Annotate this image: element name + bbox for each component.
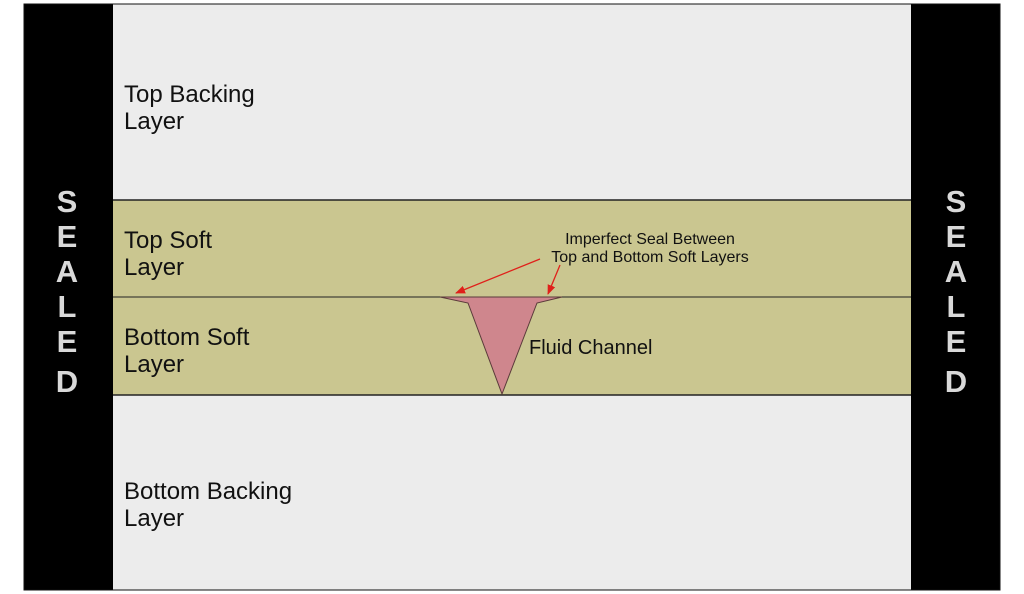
bottom-backing-label: Bottom Backing (124, 478, 292, 505)
right-sealed-letter: E (946, 324, 967, 359)
right-sealed-letter: A (945, 254, 967, 289)
right-sealed-letter: S (946, 184, 967, 219)
right-sealed-letter: L (947, 289, 966, 324)
imperfect-seal-annotation: Imperfect Seal Between (565, 231, 735, 248)
top-backing-label: Layer (124, 108, 184, 135)
left-sealed-letter: L (58, 289, 77, 324)
fluid-channel-label: Fluid Channel (529, 337, 652, 359)
seal-arrow-right (547, 264, 561, 295)
bottom-soft-label: Bottom Soft (124, 324, 250, 351)
top-backing-layer (113, 4, 911, 200)
top-soft-label: Top Soft (124, 227, 212, 254)
fluid-channel-shape (439, 296, 563, 396)
bottom-soft-label: Layer (124, 351, 184, 378)
imperfect-seal-annotation: Top and Bottom Soft Layers (551, 249, 748, 266)
right-sealed-letter: E (946, 219, 967, 254)
top-backing-label: Top Backing (124, 81, 255, 108)
left-sealed-letter: D (56, 364, 78, 399)
left-sealed-letter: A (56, 254, 78, 289)
top-soft-layer (113, 200, 911, 297)
bottom-backing-label: Layer (124, 505, 184, 532)
left-sealed-bar (24, 4, 114, 590)
left-sealed-letter: E (57, 219, 78, 254)
left-sealed-letter: S (57, 184, 78, 219)
right-sealed-bar (910, 4, 1000, 590)
left-sealed-letter: E (57, 324, 78, 359)
bottom-backing-layer (113, 395, 911, 590)
top-soft-label: Layer (124, 254, 184, 281)
frame-border (23, 3, 1001, 591)
seal-arrow-left (455, 258, 541, 294)
right-sealed-letter: D (945, 364, 967, 399)
